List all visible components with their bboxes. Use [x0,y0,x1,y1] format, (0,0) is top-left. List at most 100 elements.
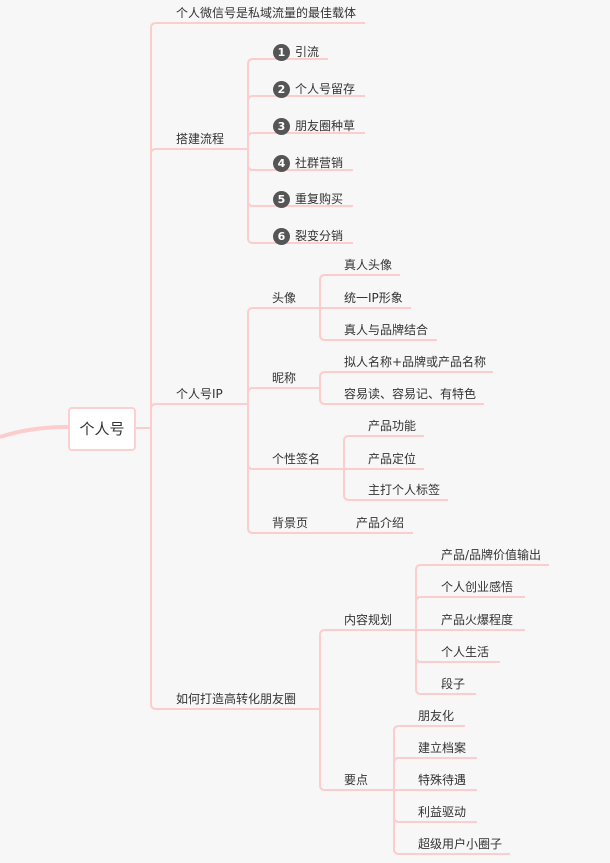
node-text: 个人微信号是私域流量的最佳载体 [176,6,357,20]
node-text: 个人号留存 [295,82,356,96]
node-ip-signature[interactable]: 个性签名 [272,452,320,466]
node-text: 个人生活 [441,645,490,659]
connector [319,709,394,791]
step-number-badge: 2 [273,81,290,98]
connector [247,149,353,244]
node-key-points[interactable]: 要点 [344,773,368,787]
connector [319,371,493,388]
node-text: 内容规划 [344,613,393,627]
root-curve [0,425,69,439]
connector [247,404,413,534]
node-step[interactable]: 5 重复购买 [273,191,343,208]
connector [415,630,476,695]
node-step[interactable]: 1 引流 [273,44,319,61]
node-content-item[interactable]: 产品火爆程度 [441,613,513,627]
node-text: 产品定位 [368,452,417,466]
node-step[interactable]: 4 社群营销 [273,155,343,172]
root-node[interactable]: 个人号 [68,407,136,451]
node-text: 拟人名称+品牌或产品名称 [344,355,487,369]
connector [247,387,320,404]
connector [343,435,424,469]
node-personal-ip[interactable]: 个人号IP [176,387,223,401]
node-ip-background[interactable]: 背景页 [272,516,308,530]
node-text: 建立档案 [418,741,467,755]
node-content-item[interactable]: 产品/品牌价值输出 [441,548,541,562]
connector [247,58,328,149]
node-text: 超级用户小圈子 [418,837,503,851]
connector [150,403,248,428]
connector [319,308,437,341]
node-build-process[interactable]: 搭建流程 [176,132,224,146]
connector [343,469,448,501]
connector [319,388,484,405]
node-point-item[interactable]: 朋友化 [418,709,454,723]
node-ip-nickname[interactable]: 昵称 [272,371,296,385]
node-content-item[interactable]: 段子 [441,677,465,691]
connector [319,274,400,308]
step-number-badge: 4 [273,155,290,172]
node-ip-signature-item[interactable]: 产品定位 [368,452,416,466]
node-text: 要点 [344,773,369,787]
connector [247,95,365,149]
connector [393,757,477,790]
node-ip-avatar-item[interactable]: 真人与品牌结合 [344,323,428,337]
node-moments[interactable]: 如何打造高转化朋友圈 [176,692,296,706]
node-point-item[interactable]: 建立档案 [418,741,466,755]
node-text: 产品功能 [368,419,417,433]
node-text: 个性签名 [272,452,321,466]
node-point-item[interactable]: 特殊待遇 [418,773,466,787]
node-text: 真人头像 [344,258,393,272]
node-text: 个人创业感悟 [441,580,514,594]
node-text: 引流 [295,45,320,59]
node-text: 容易读、容易记、有特色 [344,387,477,401]
node-step[interactable]: 2 个人号留存 [273,81,355,98]
node-text: 朋友化 [418,709,455,723]
node-text: 产品火爆程度 [441,613,514,627]
node-step[interactable]: 3 朋友圈种草 [273,118,355,135]
node-text: 个人号IP [176,387,223,401]
node-text: 如何打造高转化朋友圈 [176,692,297,706]
connector [150,148,248,428]
connector [393,725,465,790]
node-text: 头像 [272,291,297,305]
step-number-badge: 1 [273,44,290,61]
node-text: 统一IP形象 [344,291,403,305]
node-point-item[interactable]: 超级用户小圈子 [418,837,502,851]
node-text: 利益驱动 [418,805,467,819]
connector [393,790,510,855]
node-text: 段子 [441,677,466,691]
node-text: 真人与品牌结合 [344,323,429,337]
connector [150,428,320,710]
step-number-badge: 5 [273,191,290,208]
node-text: 重复购买 [295,192,344,206]
connector [415,596,525,630]
node-text: 昵称 [272,371,297,385]
node-text: 社群营销 [295,156,344,170]
node-content-item[interactable]: 个人生活 [441,645,489,659]
connector [415,564,549,630]
step-number-badge: 6 [273,228,290,245]
node-text: 主打个人标签 [368,483,441,497]
node-point-item[interactable]: 利益驱动 [418,805,466,819]
node-ip-avatar-item[interactable]: 真人头像 [344,258,392,272]
node-ip-nickname-item[interactable]: 拟人名称+品牌或产品名称 [344,355,486,369]
node-ip-avatar-item[interactable]: 统一IP形象 [344,291,403,305]
step-number-badge: 3 [273,118,290,135]
node-ip-nickname-item[interactable]: 容易读、容易记、有特色 [344,387,476,401]
node-slogan[interactable]: 个人微信号是私域流量的最佳载体 [176,6,356,20]
node-ip-signature-item[interactable]: 主打个人标签 [368,483,440,497]
node-content-item[interactable]: 个人创业感悟 [441,580,513,594]
node-text: 搭建流程 [176,132,225,146]
node-text: 产品介绍 [356,516,405,530]
node-ip-signature-item[interactable]: 产品功能 [368,419,416,433]
node-content-plan[interactable]: 内容规划 [344,613,392,627]
node-text: 特殊待遇 [418,773,467,787]
node-ip-avatar[interactable]: 头像 [272,291,296,305]
connector [247,307,320,404]
node-text: 背景页 [272,516,309,530]
node-ip-background-item[interactable]: 产品介绍 [356,516,404,530]
node-text: 产品/品牌价值输出 [441,548,542,562]
node-text: 朋友圈种草 [295,119,356,133]
